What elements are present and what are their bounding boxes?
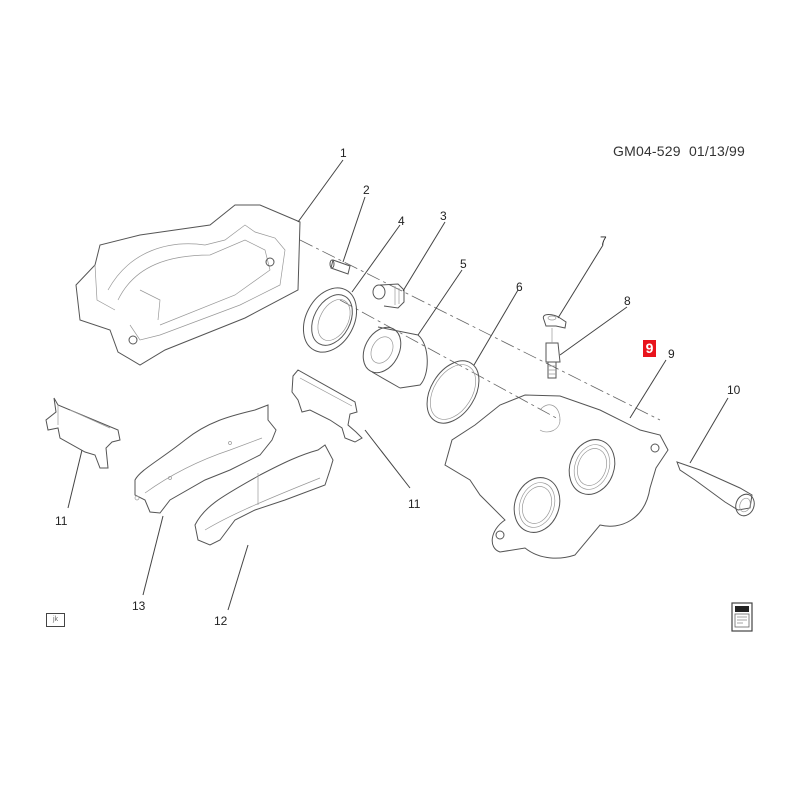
part-11-clip-center [291,369,363,443]
part-9-caliper-housing [444,394,669,559]
callout-3[interactable]: 3 [440,209,447,223]
part-1-mounting-bracket [75,204,301,366]
callout-7[interactable]: 7 [600,234,607,248]
part-2-pin [329,259,351,275]
drawing-code: GM04-529 01/13/99 [613,143,745,159]
part-3-fitting [372,283,405,309]
highlighted-callout-badge[interactable]: 9 [643,340,656,357]
drawing-id: GM04-529 [613,143,681,159]
part-11-clip-left [45,397,121,469]
part-10-guide-pin-bolt [676,461,755,517]
callout-12[interactable]: 12 [214,614,228,628]
callout-11-center[interactable]: 11 [408,497,421,511]
part-4-dust-boot [302,287,358,353]
callout-11-left[interactable]: 11 [55,514,68,528]
part-12-outboard-pad [194,444,334,546]
callout-2[interactable]: 2 [363,183,370,197]
callout-8[interactable]: 8 [624,294,631,308]
document-icon [731,602,753,632]
callout-9[interactable]: 9 [668,347,675,361]
callout-4[interactable]: 4 [398,214,405,228]
part-6-seal [426,360,480,424]
drawing-date: 01/13/99 [688,143,746,159]
callout-10[interactable]: 10 [727,383,741,397]
piston-axis-line [339,299,561,421]
part-8-bleeder-valve [545,328,561,379]
callout-5[interactable]: 5 [460,257,467,271]
part-7-bleeder-cap [542,314,567,329]
part-13-inboard-pad [134,404,277,514]
callout-6[interactable]: 6 [516,280,523,294]
assembly-axis-line [299,239,661,421]
initials-stamp: jk [46,613,65,627]
part-5-piston [362,326,428,389]
callout-13[interactable]: 13 [132,599,146,613]
leader-lines [67,159,729,611]
callout-1[interactable]: 1 [340,146,347,160]
